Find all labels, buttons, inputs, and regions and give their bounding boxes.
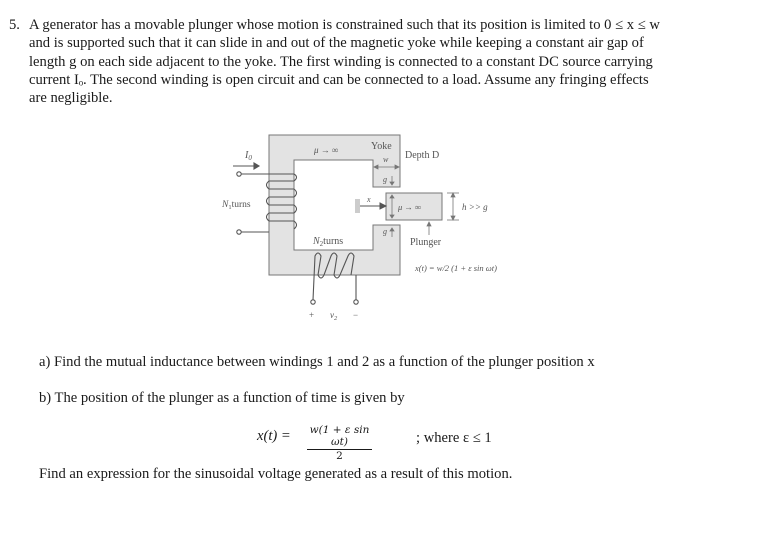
label-i0: I0 bbox=[244, 150, 252, 162]
label-n2: N2turns bbox=[312, 236, 343, 248]
x-indicator bbox=[355, 199, 388, 213]
label-n1: N1turns bbox=[221, 200, 251, 211]
label-plunger-eq: x(t) = w/2 (1 + ε sin ωt) bbox=[414, 263, 497, 273]
label-v2: v2 bbox=[330, 310, 338, 322]
yoke-core bbox=[268, 134, 401, 276]
problem-line-3: length g on each side adjacent to the yo… bbox=[29, 53, 653, 70]
label-depth: Depth D bbox=[405, 150, 439, 161]
equation-fraction: w(1 + ε sin ωt) 2 bbox=[307, 424, 372, 462]
h-dimension bbox=[447, 192, 459, 221]
gap-arrows bbox=[389, 176, 395, 237]
label-mu-plunger: μ → ∞ bbox=[397, 202, 421, 212]
problem-line-5: are negligible. bbox=[29, 90, 113, 107]
equation-condition: ; where ε ≤ 1 bbox=[416, 430, 492, 446]
label-v2-plus: + bbox=[309, 310, 314, 320]
label-plunger: Plunger bbox=[410, 237, 442, 248]
question-b: b) The position of the plunger as a func… bbox=[39, 390, 405, 406]
problem-line-1: A generator has a movable plunger whose … bbox=[29, 17, 660, 33]
w-dimension bbox=[373, 164, 400, 170]
label-w: w bbox=[383, 155, 389, 164]
problem-statement: A generator has a movable plunger whose … bbox=[29, 16, 739, 107]
label-gap-top: g bbox=[383, 175, 387, 184]
plunger bbox=[385, 192, 443, 221]
label-gap-bottom: g bbox=[383, 227, 387, 236]
question-c: Find an expression for the sinusoidal vo… bbox=[39, 466, 513, 482]
equation-denominator: 2 bbox=[336, 450, 343, 462]
winding-n1 bbox=[233, 162, 298, 235]
label-mu-yoke: μ → ∞ bbox=[313, 145, 338, 155]
label-h: h >> g bbox=[462, 202, 488, 212]
label-yoke: Yoke bbox=[371, 141, 392, 152]
question-a: a) Find the mutual inductance between wi… bbox=[39, 354, 595, 370]
label-v2-minus: − bbox=[353, 310, 358, 320]
plunger-pointer bbox=[426, 221, 432, 235]
problem-number: 5. bbox=[9, 17, 20, 33]
equation-numerator: w(1 + ε sin ωt) bbox=[307, 424, 372, 450]
problem-line-4: current Iₒ. The second winding is open c… bbox=[29, 71, 649, 88]
label-x: x bbox=[366, 195, 371, 204]
winding-n2 bbox=[310, 252, 359, 305]
equation-lhs: x(t) = bbox=[257, 428, 291, 444]
problem-line-2: and is supported such that it can slide … bbox=[29, 35, 644, 52]
